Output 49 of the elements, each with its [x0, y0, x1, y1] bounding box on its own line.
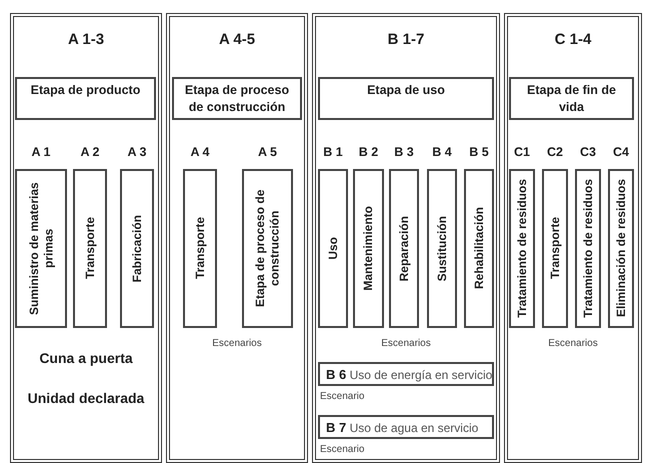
module-code: B 2 — [358, 145, 380, 159]
module-box: B 6 Uso de energía en servicio — [318, 362, 494, 386]
module-label: Sustitución — [434, 216, 450, 282]
scenario-note: Escenario — [320, 391, 364, 402]
module-label: Tratamiento de residuos — [580, 179, 596, 318]
summary-label: Cuna a puerta — [38, 350, 134, 368]
module-label: Rehabilitación — [472, 207, 486, 290]
module-code: A 5 — [257, 145, 278, 159]
module-label: Eliminación de residuos — [614, 179, 628, 318]
module-code: A 3 — [126, 145, 148, 159]
module-code: A 1 — [30, 145, 52, 159]
stage-box: Etapa de proceso de construcción — [172, 77, 302, 120]
module-box: B 7 Uso de agua en servicio — [318, 415, 494, 439]
stage-box: Etapa de producto — [15, 77, 156, 120]
scenario-note: Escenarios — [211, 338, 263, 351]
module-label: Tratamiento de residuos — [514, 179, 530, 318]
module-code: C1 — [513, 145, 531, 159]
module-label: Uso — [326, 237, 340, 260]
summary-label: Unidad declarada — [26, 390, 146, 408]
module-label: Etapa de proceso de construcción — [253, 188, 282, 310]
stage-column — [10, 13, 162, 463]
module-label: Transporte — [548, 217, 562, 280]
module-code: C3 — [579, 145, 597, 159]
module-code: C4 — [612, 145, 630, 159]
module-label: Suministro de materias primas — [26, 181, 56, 317]
module-label: Transporte — [82, 217, 98, 280]
stage-column — [312, 13, 500, 463]
module-code: A 4 — [190, 145, 210, 159]
module-label: Mantenimiento — [361, 206, 376, 291]
module-label: Fabricación — [130, 214, 144, 282]
module-code: B 5 — [468, 145, 490, 159]
column-heading: C 1-4 — [554, 31, 592, 48]
module-label: Reparación — [396, 216, 412, 282]
column-heading: A 1-3 — [66, 31, 106, 48]
stage-column — [504, 13, 642, 463]
module-code: B 3 — [393, 145, 415, 159]
module-code: C2 — [546, 145, 564, 159]
module-label: Transporte — [192, 217, 208, 280]
module-code: B 1 — [322, 145, 344, 159]
module-code: B 4 — [431, 145, 453, 159]
scenario-note: Escenario — [320, 444, 364, 455]
scenario-note: Escenarios — [380, 338, 432, 351]
column-heading: A 4-5 — [218, 31, 256, 48]
column-heading: B 1-7 — [386, 31, 426, 48]
stage-column — [166, 13, 308, 463]
stage-box: Etapa de fin de vida — [509, 77, 634, 120]
stage-box: Etapa de uso — [318, 77, 494, 120]
scenario-note: Escenarios — [547, 338, 599, 351]
module-code: A 2 — [80, 145, 100, 159]
